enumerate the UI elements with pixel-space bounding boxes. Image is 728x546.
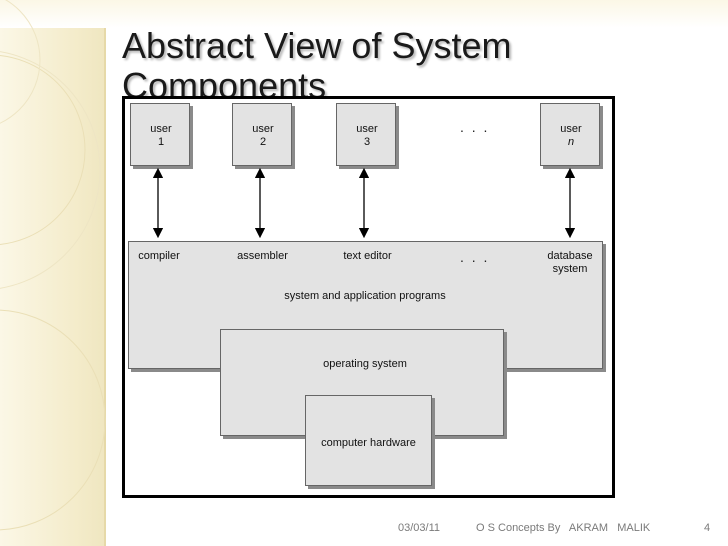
slide-decor-rings <box>0 0 106 531</box>
slide-decor-edge <box>104 0 106 546</box>
user-program-arrows <box>152 167 576 239</box>
os-layer-label: operating system <box>323 358 407 370</box>
programs-ellipsis: . . . <box>460 249 490 265</box>
program-label-text-editor: text editor <box>343 250 392 262</box>
footer-text: O S Concepts By AKRAM MALIK <box>476 522 651 534</box>
slide-title: Abstract View of System Components <box>122 25 512 106</box>
users-ellipsis: . . . <box>460 119 490 135</box>
hardware-layer-box <box>305 395 432 486</box>
slide-decor-top <box>0 0 728 28</box>
programs-layer-label: system and application programs <box>284 290 446 302</box>
program-label-assembler: assembler <box>237 250 288 262</box>
program-label-compiler: compiler <box>138 250 180 262</box>
slide-decor-band <box>0 0 106 546</box>
hardware-layer-label: computer hardware <box>321 437 416 449</box>
footer-page-number: 4 <box>704 522 711 534</box>
footer-date: 03/03/11 <box>398 522 441 534</box>
